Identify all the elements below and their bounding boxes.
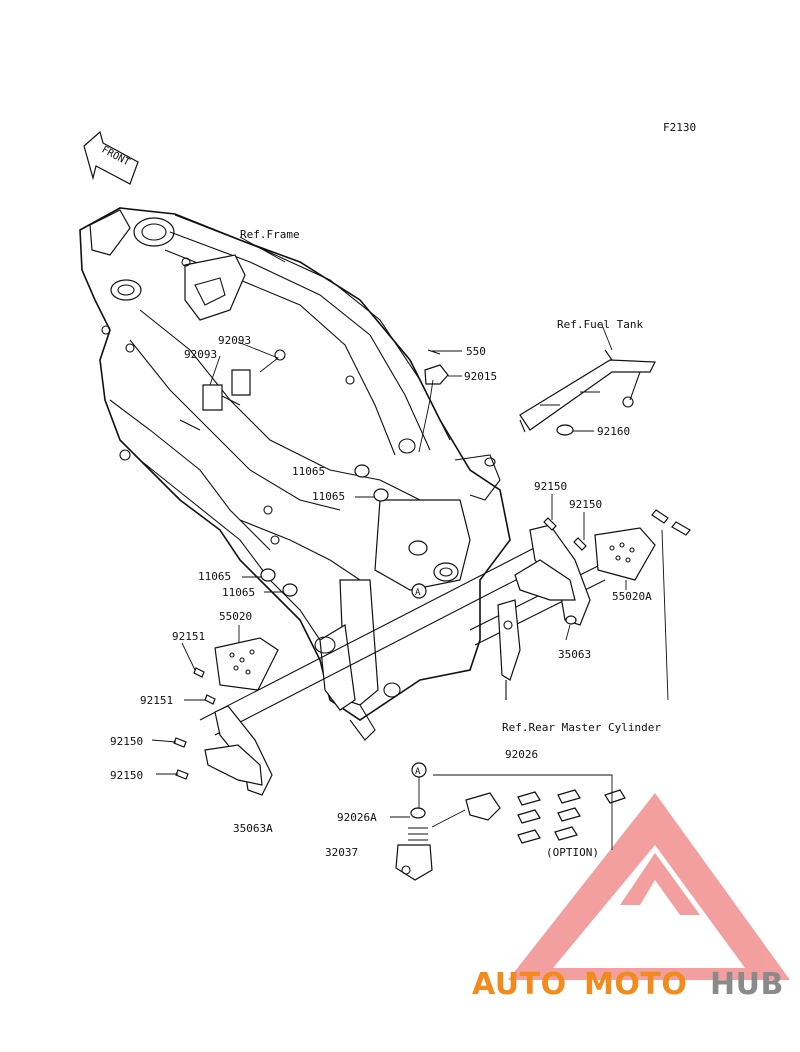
option-label: (OPTION)	[546, 846, 599, 859]
part-label: 55020	[219, 610, 252, 623]
part-label: 92093	[184, 348, 217, 361]
ref-rear-master-label: Ref.Rear Master Cylinder	[502, 721, 661, 734]
svg-text:A: A	[415, 588, 421, 598]
callout-marker-lower: A	[411, 762, 427, 778]
ref-fuel-tank-label: Ref.Fuel Tank	[557, 318, 643, 331]
front-arrow-icon: FRONT	[83, 130, 139, 185]
part-label: 92150	[110, 735, 143, 748]
ref-frame-label: Ref.Frame	[240, 228, 300, 241]
logo-part-auto: AUTO	[472, 967, 567, 1002]
part-label: 550	[466, 345, 486, 358]
option-parts	[395, 789, 626, 881]
logo-part-moto: MOTO	[584, 967, 687, 1002]
part-label: 92160	[597, 425, 630, 438]
watermark-triangle-icon	[508, 793, 790, 980]
svg-text:A: A	[415, 767, 421, 777]
right-footrest-bracket	[497, 509, 691, 700]
frame-drawing	[79, 207, 606, 741]
part-label: 55020A	[612, 590, 652, 603]
callout-marker-upper: A	[411, 583, 427, 599]
logo-part-hub: HUB	[710, 967, 784, 1002]
watermark-logo: AUTO MOTO HUB	[472, 967, 784, 1002]
part-label: 92015	[464, 370, 497, 383]
figure-code: F2130	[663, 121, 696, 134]
part-label: 92093	[218, 334, 251, 347]
part-label: 32037	[325, 846, 358, 859]
part-label: 92151	[140, 694, 173, 707]
part-label: 35063A	[233, 822, 273, 835]
part-label: 92150	[110, 769, 143, 782]
part-label: 92151	[172, 630, 205, 643]
part-label: 11065	[312, 490, 345, 503]
grommets-11065	[260, 464, 389, 597]
left-footrest-bracket	[173, 637, 279, 796]
part-label: 35063	[558, 648, 591, 661]
sticker-92093-pair	[202, 369, 251, 411]
fuel-tank-bracket	[519, 349, 656, 436]
part-label: 92150	[569, 498, 602, 511]
part-label: 11065	[222, 586, 255, 599]
part-label: 11065	[292, 465, 325, 478]
part-label: 92026A	[337, 811, 377, 824]
part-label: 92150	[534, 480, 567, 493]
leader-lines	[151, 236, 669, 850]
part-label: 11065	[198, 570, 231, 583]
part-label: 92026	[505, 748, 538, 761]
nut-92015	[424, 349, 449, 385]
